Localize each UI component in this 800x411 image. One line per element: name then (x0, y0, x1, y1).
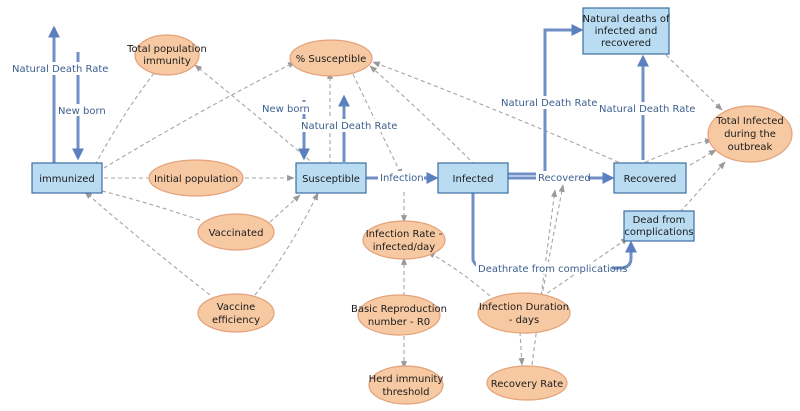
var-total-population-immunity[interactable]: Total population immunity (126, 34, 207, 76)
var-herd-immunity-threshold[interactable]: Herd immunity threshold (368, 365, 444, 405)
flow-label-infection: Infection (380, 173, 424, 184)
var-infection-rate-line-1: Infection Rate - (366, 229, 443, 240)
var-initial-population[interactable]: Initial population (148, 159, 244, 197)
flow-label-susceptible-natural-death: Natural Death Rate (301, 121, 397, 132)
var-infection-rate-line-2: infected/day (373, 242, 436, 253)
stock-natural-deaths-line-1: Natural deaths of (583, 14, 670, 25)
var-vaccinated-label: Vaccinated (209, 228, 264, 239)
var-infection-duration[interactable]: Infection Duration - days (477, 292, 571, 334)
var-vaccine-efficiency-line-2: efficiency (212, 315, 260, 326)
stock-infected-label: Infected (453, 174, 494, 185)
var-pct-susceptible-label: % Susceptible (296, 54, 367, 65)
stock-susceptible-label: Susceptible (302, 174, 360, 185)
flow-label-immunized-new-born: New born (58, 106, 106, 117)
stock-natural-deaths-line-3: recovered (601, 38, 651, 49)
var-total-population-immunity-line-1: Total population (126, 44, 207, 55)
var-pct-susceptible[interactable]: % Susceptible (289, 39, 373, 77)
stock-recovered[interactable]: Recovered (613, 162, 687, 194)
var-infection-duration-line-1: Infection Duration (479, 302, 569, 313)
stock-natural-deaths[interactable]: Natural deaths of infected and recovered (582, 7, 670, 55)
stock-dead-complications-line-1: Dead from (633, 215, 686, 226)
flow-label-infected-natural-death: Natural Death Rate (501, 98, 597, 109)
flow-label-susceptible-new-born: New born (262, 104, 310, 115)
var-vaccinated[interactable]: Vaccinated (197, 213, 275, 251)
var-total-population-immunity-line-2: immunity (143, 56, 191, 67)
var-infection-duration-line-2: - days (509, 315, 539, 326)
var-basic-reproduction-number-line-1: Basic Reproduction (351, 304, 447, 315)
var-basic-reproduction-number-line-2: number - R0 (368, 317, 430, 328)
var-basic-reproduction-number[interactable]: Basic Reproduction number - R0 (351, 294, 447, 336)
var-total-infected[interactable]: Total Infected during the outbreak (707, 105, 793, 163)
stock-immunized[interactable]: immunized (31, 162, 103, 194)
stock-dead-complications[interactable]: Dead from complications (623, 210, 695, 242)
var-initial-population-label: Initial population (154, 174, 238, 185)
stock-immunized-label: immunized (39, 174, 94, 185)
stock-infected[interactable]: Infected (437, 162, 509, 194)
var-infection-rate[interactable]: Infection Rate - infected/day (362, 220, 446, 260)
var-total-infected-line-1: Total Infected (715, 116, 783, 127)
var-herd-immunity-threshold-line-2: threshold (382, 387, 429, 398)
var-herd-immunity-threshold-line-1: Herd immunity (369, 374, 444, 385)
flow-label-immunized-natural-death: Natural Death Rate (12, 64, 108, 75)
var-vaccine-efficiency[interactable]: Vaccine efficiency (197, 293, 275, 333)
flow-label-recovered: Recovered (538, 173, 591, 184)
var-recovery-rate-label: Recovery Rate (491, 379, 563, 390)
flow-label-deathrate-complications: Deathrate from complications (478, 264, 627, 275)
var-recovery-rate[interactable]: Recovery Rate (486, 365, 568, 401)
flow-labels: Natural Death Rate New born New born Nat… (10, 62, 695, 275)
stock-dead-complications-line-2: complications (624, 227, 693, 238)
var-vaccine-efficiency-line-1: Vaccine (217, 302, 255, 313)
var-total-infected-line-2: during the (724, 129, 776, 140)
var-total-infected-line-3: outbreak (728, 142, 773, 153)
stock-susceptible[interactable]: Susceptible (295, 162, 367, 194)
flow-label-recovered-natural-death: Natural Death Rate (599, 104, 695, 115)
stock-natural-deaths-line-2: infected and (595, 26, 658, 37)
stock-recovered-label: Recovered (624, 174, 677, 185)
